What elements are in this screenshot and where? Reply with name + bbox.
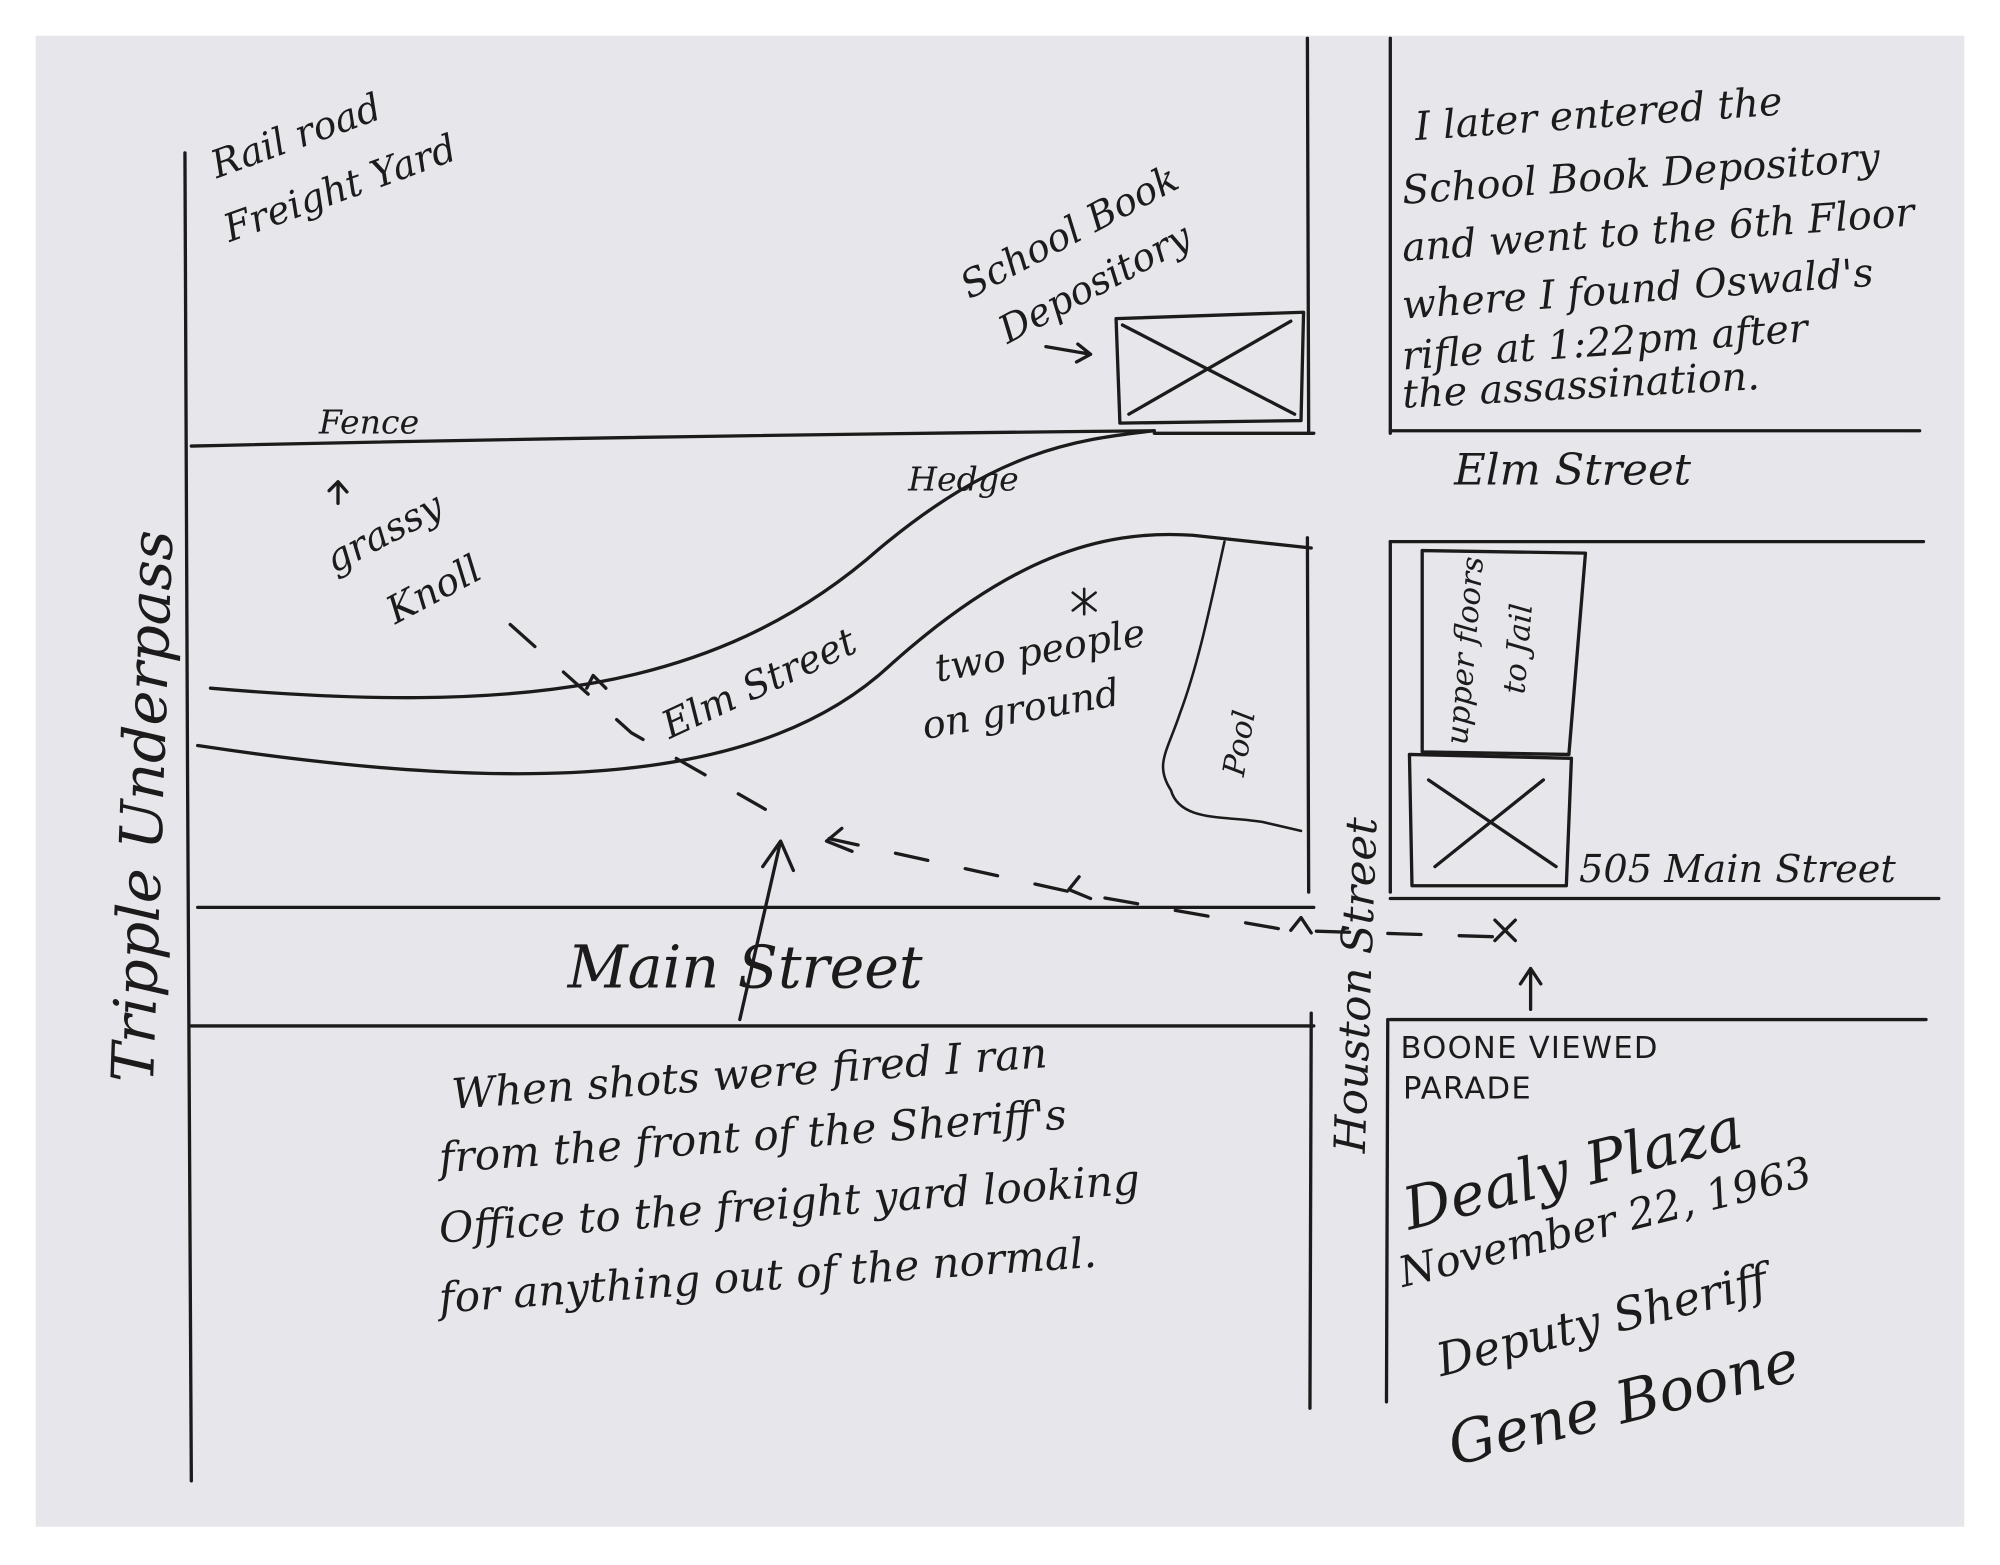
505-main-street-label: 505 Main Street [1579,848,1896,892]
paper [35,35,1965,1527]
hedge-curve [208,429,1156,700]
hedge-label: Hedge [907,460,1019,499]
houston-west-upper [1305,36,1311,435]
arrow-up-icon [738,839,796,1022]
x-mark-icon [1493,918,1517,943]
main-north [196,896,1941,910]
arrow-icon [824,826,854,853]
main-street-label: Main Street [567,934,923,1002]
houston-west-mid [1305,536,1311,894]
fence-line [189,429,1156,448]
asterisk-icon [1071,587,1097,616]
underpass-line [183,151,193,1483]
arrow-icon [585,673,608,690]
depository-box [1114,310,1306,425]
parade-label: PARADE [1403,1072,1532,1107]
grassy-knoll-dash [508,622,767,811]
houston-east-low [1384,1017,1390,1404]
run-path-dashed [827,836,1495,939]
arrow-icon [327,480,349,506]
jail-upper-floors-box [1420,548,1588,757]
boone-viewed-label: BOONE VIEWED [1401,1031,1659,1066]
elm-street-label: Elm Street [1453,445,1692,495]
street-lines [183,36,1941,1483]
pool-outline [1161,540,1303,833]
elm-south-curve [196,532,1313,776]
arrow-icon [1067,875,1093,901]
houston-west-low [1308,1011,1313,1410]
arrow-icon [1044,342,1093,364]
fence-label: Fence [318,402,419,441]
main-south [189,1017,1928,1028]
arrow-icon [1289,915,1313,935]
505-main-box [1407,752,1574,888]
arrow-up-icon [1518,966,1543,1012]
to-jail-label: to Jail [1497,602,1540,695]
houston-street-label: Houston Street [1326,816,1388,1155]
